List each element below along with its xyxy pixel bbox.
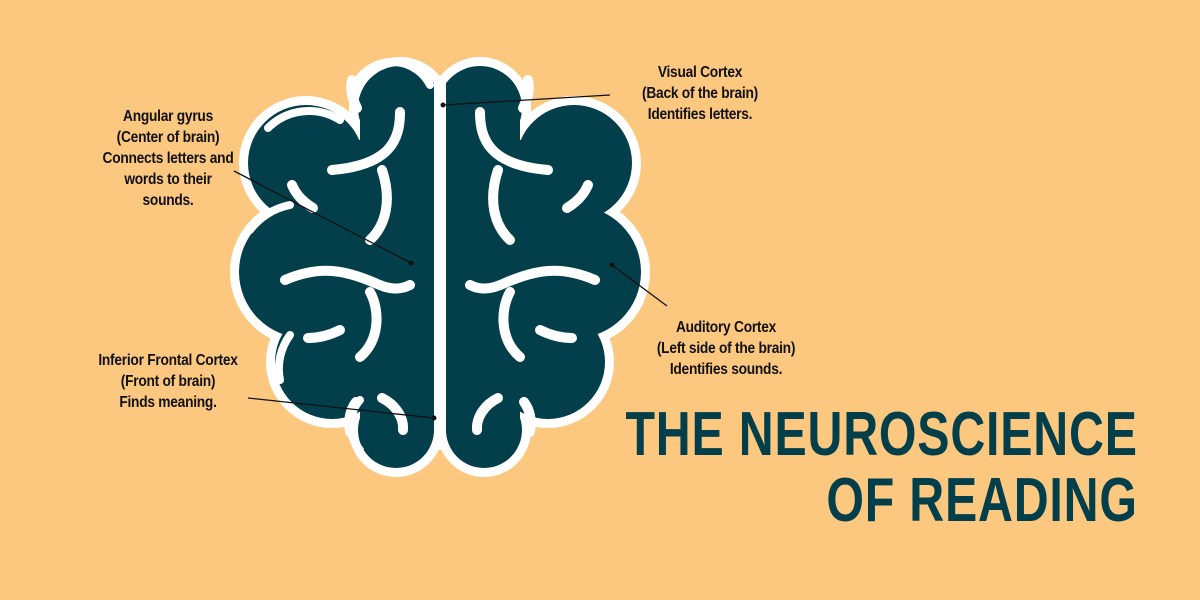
label-title: Angular gyrus (123, 108, 213, 125)
pointer-lines (233, 94, 668, 421)
label-location: (Back of the brain) (642, 85, 758, 102)
label-description: Identifies sounds. (669, 361, 783, 378)
label-angular-gyrus: Angular gyrus (Center of brain) Connects… (65, 106, 271, 211)
label-title: Inferior Frontal Cortex (98, 352, 238, 369)
pointer-angular-gyrus (233, 170, 414, 266)
pointer-visual-cortex (440, 94, 611, 108)
label-description: words to their (124, 171, 212, 188)
pointer-auditory-cortex (609, 262, 668, 307)
midline-divider (434, 80, 446, 450)
label-description: Identifies letters. (647, 106, 753, 123)
label-title: Visual Cortex (657, 64, 743, 81)
left-sulci (280, 75, 415, 437)
page-title: THE NEUROSCIENCE OF READING (626, 402, 1138, 534)
label-location: (Center of brain) (116, 129, 220, 146)
title-line-1: THE NEUROSCIENCE (625, 400, 1138, 469)
label-title: Auditory Cortex (675, 319, 777, 336)
right-sulci (465, 75, 600, 437)
label-description: Connects letters and (102, 150, 234, 167)
label-visual-cortex: Visual Cortex (Back of the brain) Identi… (597, 62, 803, 125)
label-description: Finds meaning. (119, 394, 217, 411)
pointer-inferior-frontal-cortex (247, 397, 437, 421)
label-location: (Left side of the brain) (656, 340, 796, 357)
brain-icon (239, 62, 641, 468)
title-line-2: OF READING (826, 466, 1138, 535)
label-location: (Front of brain) (120, 373, 216, 390)
label-inferior-frontal-cortex: Inferior Frontal Cortex (Front of brain)… (65, 350, 271, 413)
label-auditory-cortex: Auditory Cortex (Left side of the brain)… (623, 317, 829, 380)
label-description: sounds. (142, 192, 194, 209)
